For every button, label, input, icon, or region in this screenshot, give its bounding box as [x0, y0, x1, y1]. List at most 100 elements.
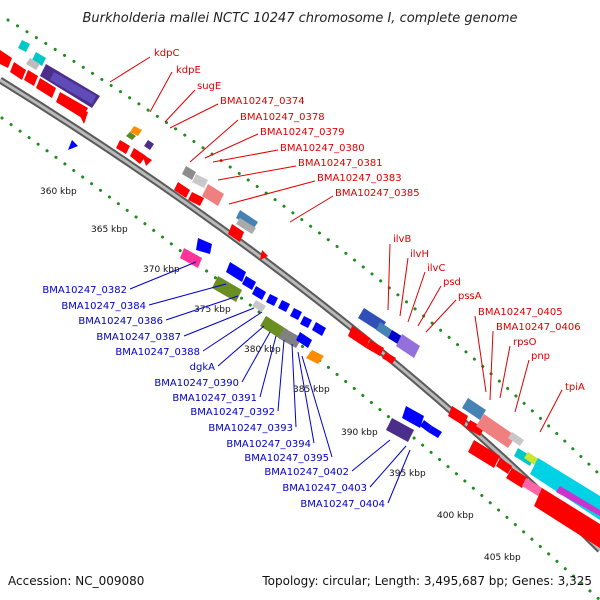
scale-tick-label: 390 kbp — [341, 428, 378, 438]
cds-reverse — [252, 286, 266, 300]
cds-reverse — [278, 300, 290, 312]
cds-forward — [24, 70, 38, 86]
gene-label-reverse: BMA10247_0390 — [154, 378, 239, 389]
cds-forward — [10, 62, 26, 80]
cds-forward — [116, 140, 130, 154]
gene-label-forward: BMA10247_0406 — [496, 322, 581, 333]
lavender-block — [396, 334, 420, 358]
cds-forward — [130, 148, 146, 164]
cds-reverse — [290, 308, 302, 320]
misc-block — [26, 58, 40, 70]
scale-tick-label: 375 kbp — [194, 305, 231, 315]
cds-reverse — [68, 140, 78, 150]
domain-block — [50, 72, 96, 104]
gene-label-reverse: BMA10247_0403 — [282, 483, 367, 494]
gene-label-forward: BMA10247_0379 — [260, 127, 345, 138]
pink-block — [522, 478, 542, 496]
cds-reverse — [296, 332, 312, 348]
scale-tick-label: 365 kbp — [91, 225, 128, 235]
gene-label-forward: BMA10247_0380 — [280, 143, 365, 154]
feature-cluster-lower-right — [448, 398, 600, 548]
cds-forward — [496, 458, 512, 474]
teal-block — [236, 210, 258, 228]
gene-label-reverse: BMA10247_0404 — [300, 499, 385, 510]
rna-block — [18, 40, 30, 52]
scale-tick-label: 400 kbp — [437, 511, 474, 521]
teal-block — [376, 322, 392, 338]
cds-forward — [448, 406, 468, 426]
cds-reverse — [420, 420, 432, 432]
cds-forward — [0, 50, 12, 68]
feature-cluster-ilv — [348, 308, 420, 364]
orange-block — [130, 126, 142, 136]
grey-block — [192, 174, 208, 188]
gene-label-forward: sugE — [197, 81, 221, 92]
cds-forward — [466, 420, 484, 436]
cds-reverse — [402, 406, 424, 428]
salmon-block — [202, 184, 224, 206]
cds-forward — [534, 488, 600, 548]
genome-summary-text: Topology: circular; Length: 3,495,687 bp… — [261, 574, 592, 588]
cds-reverse — [312, 322, 326, 336]
rna-block — [32, 52, 46, 66]
cds-reverse — [196, 238, 212, 254]
gene-label-reverse: BMA10247_0393 — [208, 423, 293, 434]
cds-forward — [260, 250, 268, 260]
scale-tick-label: 385 kbp — [293, 385, 330, 395]
scale-tick-label: 360 kbp — [40, 187, 77, 197]
feature-cluster-0374 — [174, 166, 268, 260]
gene-label-forward: rpsO — [513, 337, 537, 348]
salmon-block — [476, 414, 516, 448]
map-title: Burkholderia mallei NCTC 10247 chromosom… — [82, 11, 517, 26]
cds-forward — [366, 340, 384, 356]
cds-forward — [36, 78, 56, 98]
gene-label-reverse: BMA10247_0391 — [172, 393, 257, 404]
cds-reverse — [242, 276, 256, 290]
gene-label-reverse: dgkA — [190, 362, 215, 373]
gene-label-reverse: BMA10247_0387 — [96, 332, 181, 343]
magenta-block — [180, 248, 202, 268]
gene-label-reverse: BMA10247_0402 — [264, 467, 349, 478]
gene-label-forward: BMA10247_0383 — [317, 173, 402, 184]
orange-block — [306, 350, 324, 364]
reverse-labels: BMA10247_0382 BMA10247_0384 BMA10247_038… — [42, 285, 385, 510]
cds-reverse — [300, 316, 312, 328]
gene-label-forward: ilvH — [410, 249, 429, 260]
purple-block — [144, 140, 154, 150]
forward-callouts — [109, 56, 563, 433]
magenta-block — [556, 486, 600, 516]
grey-block — [508, 432, 524, 446]
teal-block — [514, 448, 534, 466]
gene-label-reverse: BMA10247_0382 — [42, 285, 127, 296]
cds-reverse — [428, 426, 442, 438]
green-block — [126, 132, 136, 140]
gene-label-reverse: BMA10247_0386 — [78, 316, 163, 327]
grey-block — [182, 166, 196, 180]
cds-forward — [348, 326, 370, 348]
feature-cluster-upper — [0, 40, 100, 150]
cds-reverse — [226, 262, 246, 282]
reverse-callouts — [129, 261, 411, 504]
scale-tick-label: 395 kbp — [389, 469, 426, 479]
gene-label-forward: BMA10247_0374 — [220, 96, 305, 107]
gene-label-forward: kdpE — [176, 65, 201, 76]
gene-label-forward: BMA10247_0378 — [240, 112, 325, 123]
gene-label-reverse: BMA10247_0392 — [190, 407, 275, 418]
feature-cluster-reverse — [180, 238, 326, 364]
scale-tick-label: 405 kbp — [484, 553, 521, 563]
gene-label-reverse: BMA10247_0388 — [115, 347, 200, 358]
inner-guide — [0, 116, 600, 600]
forward-labels: kdpC kdpE sugE BMA10247_0374 BMA10247_03… — [154, 48, 585, 393]
gene-label-reverse: BMA10247_0384 — [61, 301, 146, 312]
teal-block — [462, 398, 486, 420]
grey-block — [278, 328, 302, 348]
gene-label-forward: psd — [443, 277, 461, 288]
gene-label-forward: ilvC — [427, 263, 445, 274]
cds-forward — [506, 468, 528, 488]
outer-guide — [6, 18, 600, 477]
gene-label-reverse: BMA10247_0394 — [226, 439, 311, 450]
gene-label-forward: BMA10247_0385 — [335, 188, 420, 199]
scale-tick-label: 370 kbp — [143, 265, 180, 275]
cds-forward — [174, 182, 190, 198]
